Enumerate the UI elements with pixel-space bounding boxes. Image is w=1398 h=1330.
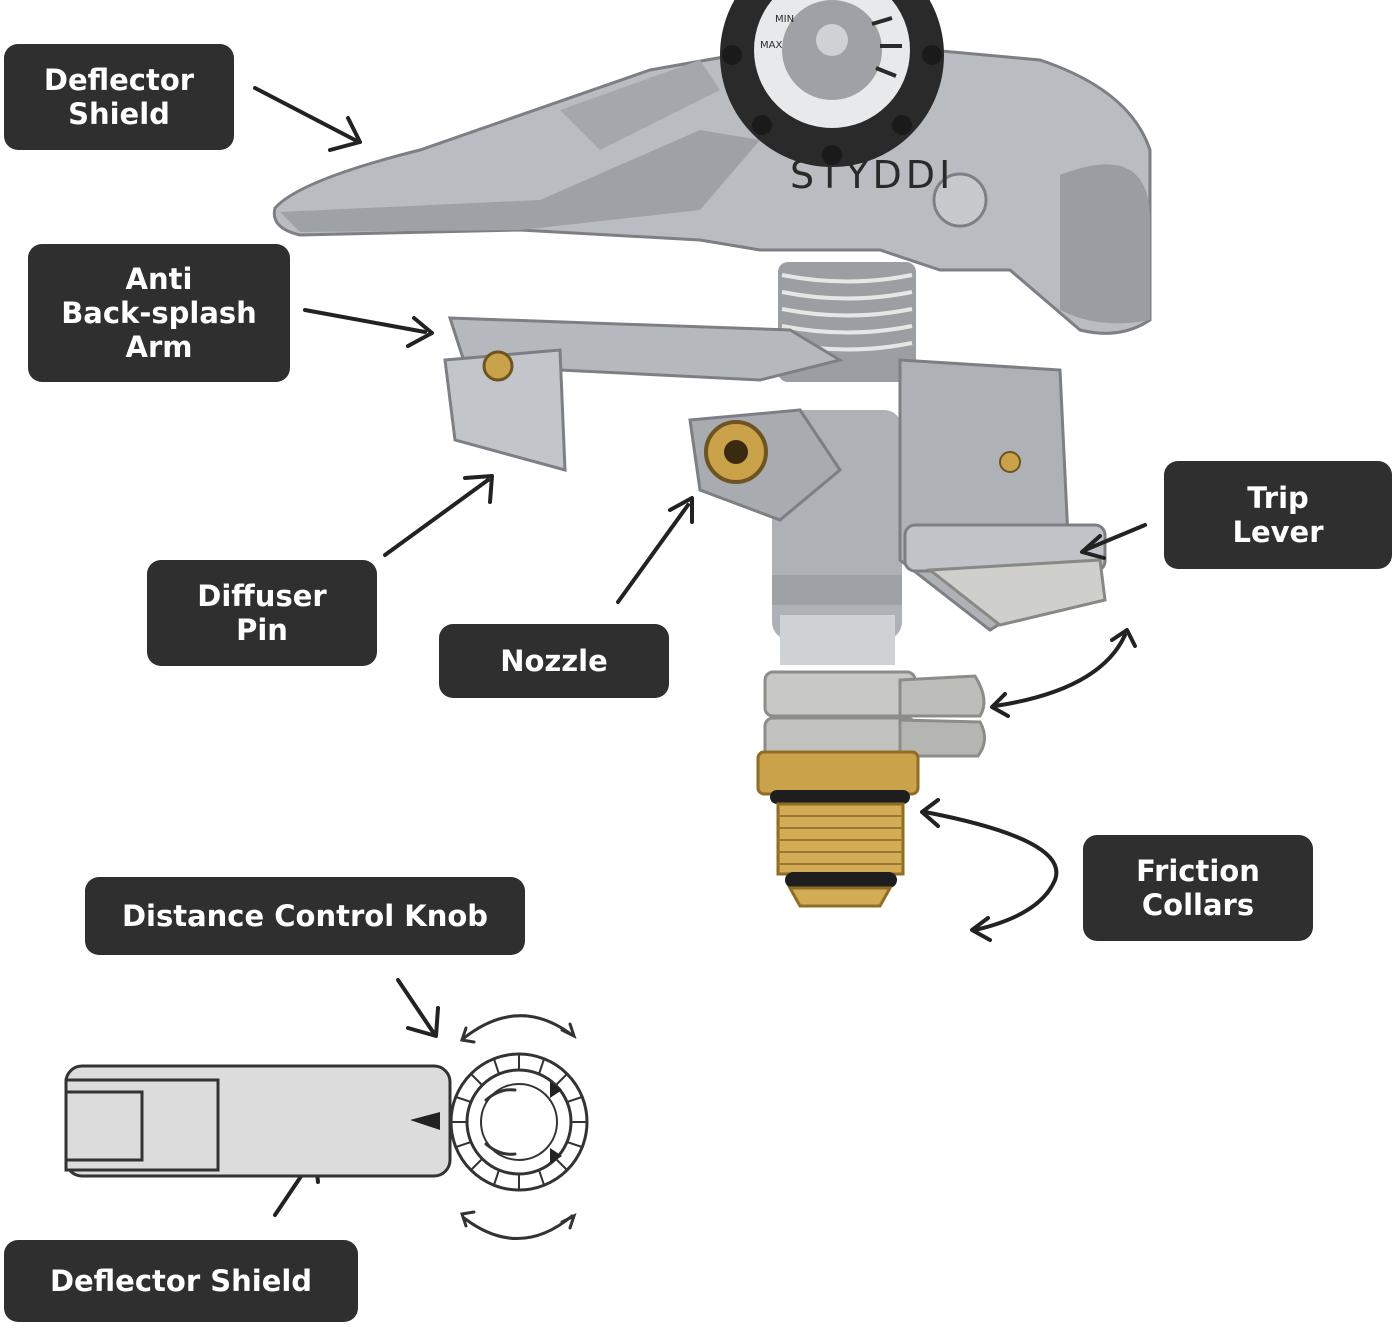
label-anti-backsplash-arm: Anti Back-splash Arm <box>28 244 290 382</box>
rotate-arrow-icon <box>462 1014 574 1040</box>
rotate-arrow-icon <box>993 633 1127 708</box>
arrow-icon <box>616 503 690 604</box>
rotate-arrow-icon <box>462 1214 574 1240</box>
arrow-icon <box>253 86 357 142</box>
rotate-arrow-icon <box>923 810 1059 932</box>
friction-collar <box>763 670 917 718</box>
label-deflector-shield-bottom: Deflector Shield <box>4 1240 358 1322</box>
label-friction-collars: Friction Collars <box>1083 835 1313 941</box>
label-distance-control-knob: Distance Control Knob <box>85 877 525 955</box>
knob-schematic <box>64 1014 589 1240</box>
label-deflector-shield: Deflector Shield <box>4 44 234 150</box>
arrow-icon <box>396 978 435 1034</box>
brass-fitting <box>756 750 920 796</box>
arrow-icon <box>303 308 427 334</box>
arrow-icon <box>383 478 490 557</box>
knob-min-mark: MIN <box>775 14 794 25</box>
label-nozzle: Nozzle <box>439 624 669 698</box>
label-diffuser-pin: Diffuser Pin <box>147 560 377 666</box>
label-trip-lever: Trip Lever <box>1164 461 1392 569</box>
arrow-icon <box>1083 523 1147 552</box>
knob-max-mark: MAX <box>760 40 782 51</box>
